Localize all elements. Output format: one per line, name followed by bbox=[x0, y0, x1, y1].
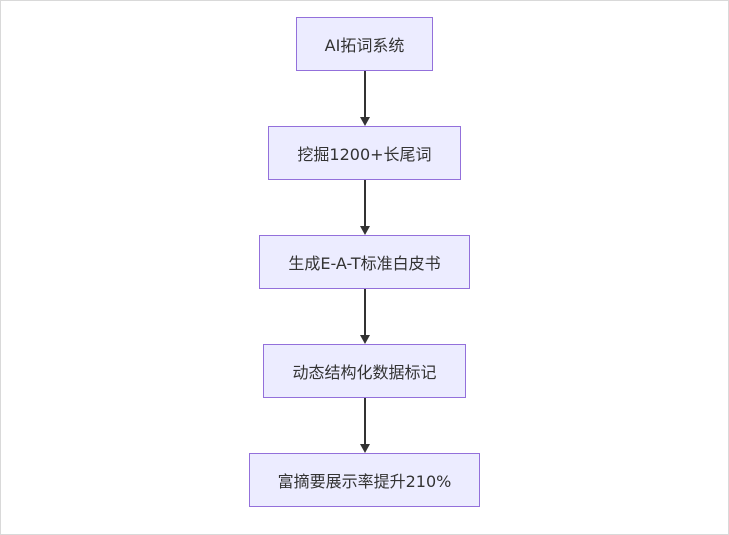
flow-edge-b-to-c bbox=[359, 180, 370, 235]
arrow-down-icon bbox=[359, 117, 370, 126]
flow-node-longtail-keywords: 挖掘1200+长尾词 bbox=[268, 126, 461, 180]
arrow-down-icon bbox=[359, 226, 370, 235]
arrow-line bbox=[363, 180, 366, 226]
flow-node-eat-whitepaper: 生成E-A-T标准白皮书 bbox=[259, 235, 470, 289]
flow-node-ai-word-expansion-system: AI拓词系统 bbox=[295, 17, 434, 71]
arrow-line bbox=[363, 289, 366, 335]
arrow-line bbox=[363, 398, 366, 444]
arrow-down-icon bbox=[359, 335, 370, 344]
arrow-down-icon bbox=[359, 444, 370, 453]
arrow-line bbox=[363, 71, 366, 117]
flow-edge-c-to-d bbox=[359, 289, 370, 344]
flow-node-structured-data-markup: 动态结构化数据标记 bbox=[263, 344, 466, 398]
flow-node-rich-snippet-rate: 富摘要展示率提升210% bbox=[248, 453, 481, 507]
flow-edge-d-to-e bbox=[359, 398, 370, 453]
flow-edge-a-to-b bbox=[359, 71, 370, 126]
